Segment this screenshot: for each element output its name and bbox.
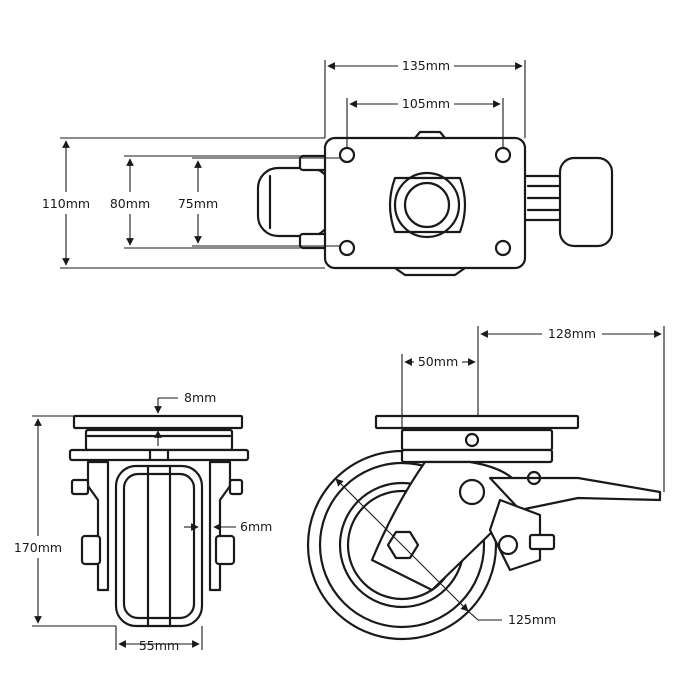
front-view: 8mm 6mm 170mm 55mm	[14, 390, 272, 653]
dim-6mm: 6mm	[240, 519, 272, 534]
nut-icon	[214, 534, 236, 566]
side-view: 128mm 50mm 125mm	[306, 326, 665, 641]
top-view-brake-pedal	[558, 156, 614, 248]
front-view-wheel	[114, 464, 204, 628]
dim-75mm: 75mm	[178, 196, 218, 211]
bolt-hole-icon	[494, 239, 512, 257]
nut-icon	[70, 478, 90, 496]
bolt-hole-icon	[338, 239, 356, 257]
nut-icon	[80, 534, 102, 566]
front-view-plate	[72, 414, 244, 430]
dim-50mm: 50mm	[418, 354, 458, 369]
nut-icon	[528, 533, 556, 551]
dim-8mm: 8mm	[184, 390, 216, 405]
nut-icon	[228, 478, 244, 496]
dim-110mm: 110mm	[42, 196, 90, 211]
top-view-mounting-plate	[323, 136, 527, 270]
dim-135mm: 135mm	[402, 58, 450, 73]
top-view: 135mm 105mm 110mm 80mm 75mm	[42, 58, 614, 277]
grease-nipple-icon	[464, 432, 480, 448]
dim-105mm: 105mm	[402, 96, 450, 111]
top-view-wheel	[256, 166, 332, 238]
dim-170mm: 170mm	[14, 540, 62, 555]
dim-128mm: 128mm	[548, 326, 596, 341]
top-view-hub	[388, 176, 467, 234]
front-view-fork-left	[86, 460, 110, 592]
dim-80mm: 80mm	[110, 196, 150, 211]
dim-55mm: 55mm	[139, 638, 179, 653]
side-view-plate	[374, 414, 580, 430]
dim-125mm: 125mm	[508, 612, 556, 627]
front-view-fork-right	[208, 460, 232, 592]
